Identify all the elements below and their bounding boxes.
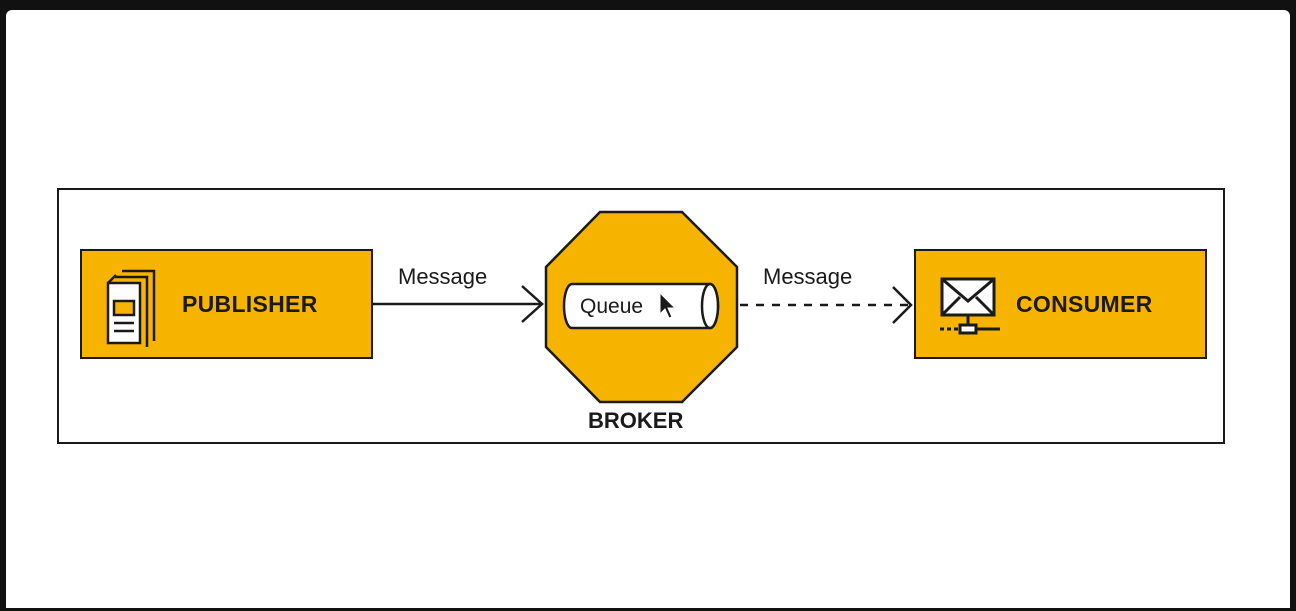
edge-label-consume: Message bbox=[763, 264, 853, 289]
envelope-network-icon bbox=[940, 277, 1000, 335]
queue-cylinder bbox=[562, 282, 720, 330]
document-stack-icon bbox=[106, 269, 156, 347]
edge-broker-to-consumer bbox=[740, 286, 913, 324]
edge-label-publish: Message bbox=[398, 264, 488, 289]
consumer-node: CONSUMER bbox=[914, 249, 1207, 359]
queue-label: Queue bbox=[580, 295, 644, 318]
publisher-node: PUBLISHER bbox=[80, 249, 373, 359]
consumer-label: CONSUMER bbox=[1016, 291, 1153, 317]
publisher-label: PUBLISHER bbox=[182, 291, 318, 317]
edge-publisher-to-broker bbox=[373, 285, 544, 323]
diagram-frame bbox=[57, 188, 1225, 444]
broker-label: BROKER bbox=[588, 408, 684, 433]
mouse-cursor-icon bbox=[659, 291, 677, 319]
